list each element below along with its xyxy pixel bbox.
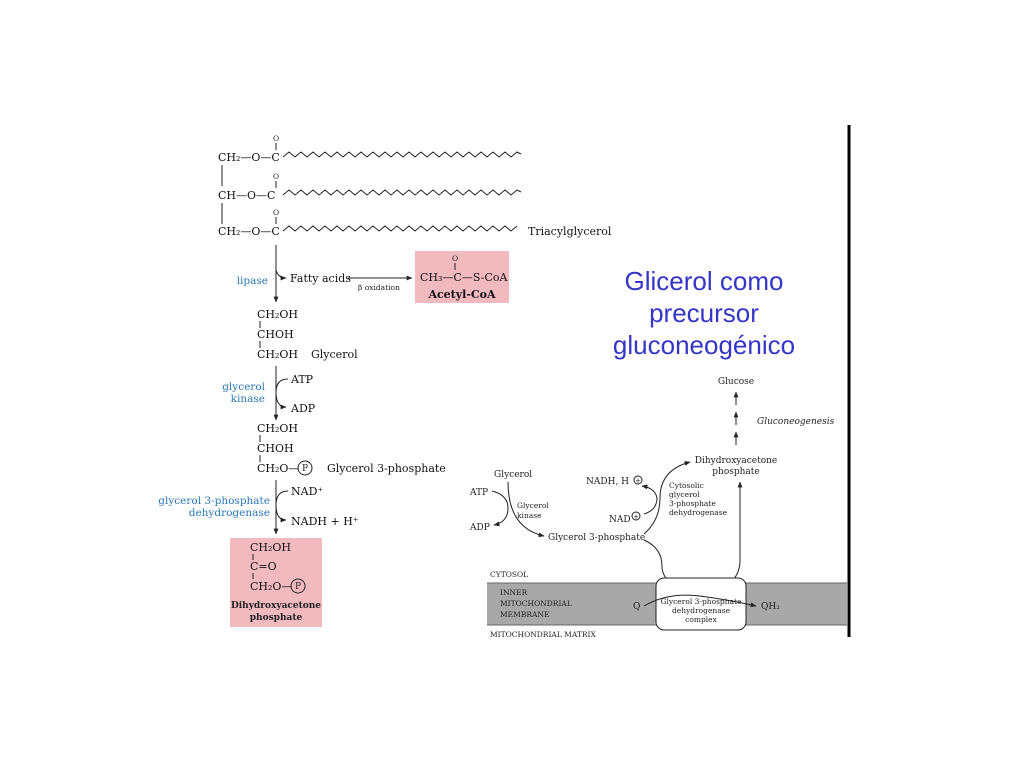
glycerol-structure: CH₂OH CHOH CH₂OH Glycerol xyxy=(257,308,358,361)
svg-text:O: O xyxy=(452,254,458,263)
acetyl-coa-box: O CH₃—C—S-CoA Acetyl-CoA xyxy=(415,251,509,303)
svg-text:CH—O—C: CH—O—C xyxy=(218,189,275,202)
g3p-right-label: Glycerol 3-phosphate xyxy=(548,533,645,543)
triacylglycerol-label: Triacylglycerol xyxy=(528,225,612,238)
membrane-label-1: INNER xyxy=(500,588,528,597)
cyto-enzyme-3: 3-phosphate xyxy=(669,499,716,508)
glucose-label: Glucose xyxy=(718,377,754,387)
glycerol-label: Glycerol xyxy=(311,348,358,361)
q-to-qh2-arrow xyxy=(643,594,757,608)
svg-text:Dihydroxyacetone: Dihydroxyacetone xyxy=(231,601,321,611)
svg-text:C=O: C=O xyxy=(250,560,277,573)
adp-label: ADP xyxy=(290,402,316,415)
g3pdh-label-1: glycerol 3-phosphate xyxy=(158,495,270,507)
nad-right-label: NAD xyxy=(609,515,631,525)
svg-text:phosphate: phosphate xyxy=(250,613,303,623)
glycerol-kinase-label-1: glycerol xyxy=(222,381,265,393)
glycerol-kinase-label-2: kinase xyxy=(231,393,265,405)
qh2-label: QH₂ xyxy=(761,602,780,612)
svg-text:O: O xyxy=(273,134,279,143)
svg-text:O: O xyxy=(273,208,279,217)
svg-text:CH₂—O—C: CH₂—O—C xyxy=(218,225,280,238)
glycerol-kinase-right-2: kinase xyxy=(517,511,542,520)
svg-text:P: P xyxy=(302,464,308,474)
svg-text:CH₂O—: CH₂O— xyxy=(257,462,299,475)
svg-text:O: O xyxy=(273,172,279,181)
nadh-right-label: NADH, H xyxy=(586,477,629,487)
triacylglycerol-structure: O CH₂—O—C O CH—O—C O CH₂—O—C Triacylglyc… xyxy=(218,134,612,238)
glycerol-right-label: Glycerol xyxy=(494,470,532,480)
svg-text:CH₂OH: CH₂OH xyxy=(257,422,298,435)
cytosol-label: CYTOSOL xyxy=(490,570,528,579)
svg-text:complex: complex xyxy=(685,615,717,624)
glycerol-3-phosphate-label: Glycerol 3-phosphate xyxy=(327,462,446,475)
q-label: Q xyxy=(633,602,640,612)
svg-text:CHOH: CHOH xyxy=(257,442,294,455)
svg-text:+: + xyxy=(635,477,641,485)
dhap-right-label-2: phosphate xyxy=(712,467,759,477)
adp-right-label: ADP xyxy=(469,523,490,533)
beta-oxidation-label: β oxidation xyxy=(358,283,400,292)
svg-text:Glycerol 3-phosphate: Glycerol 3-phosphate xyxy=(660,597,742,606)
svg-text:CH₂—O—C: CH₂—O—C xyxy=(218,151,280,164)
membrane-label-3: MEMBRANE xyxy=(500,610,549,619)
svg-text:CH₂OH: CH₂OH xyxy=(257,348,298,361)
glycerol-3-phosphate-structure: CH₂OH CHOH CH₂O— P Glycerol 3-phosphate xyxy=(257,422,446,476)
lipase-label: lipase xyxy=(237,275,268,287)
cyto-enzyme-2: glycerol xyxy=(669,490,700,499)
nadh-label: NADH + H⁺ xyxy=(291,515,359,528)
svg-text:CH₂OH: CH₂OH xyxy=(257,308,298,321)
svg-text:CHOH: CHOH xyxy=(257,328,294,341)
svg-text:Glicerol como: Glicerol como xyxy=(625,266,784,296)
svg-text:precursor: precursor xyxy=(649,298,759,328)
complex-to-dhap-path xyxy=(711,481,743,593)
dhap-right-label-1: Dihydroxyacetone xyxy=(695,456,778,466)
atp-label: ATP xyxy=(290,373,314,386)
nad-label: NAD⁺ xyxy=(291,485,323,498)
svg-text:P: P xyxy=(295,582,301,592)
membrane-label-2: MITOCHONDRIAL xyxy=(500,599,572,608)
svg-text:CH₂OH: CH₂OH xyxy=(250,541,291,554)
fatty-acids-label: Fatty acids xyxy=(290,272,351,285)
g3pdh-label-2: dehydrogenase xyxy=(189,507,270,519)
g3pdh-complex-box: Glycerol 3-phosphate dehydrogenase compl… xyxy=(655,577,747,631)
cyto-enzyme-4: dehydrogenase xyxy=(669,508,728,517)
gluconeogenesis-label: Gluconeogenesis xyxy=(757,417,835,427)
svg-text:Acetyl-CoA: Acetyl-CoA xyxy=(427,288,496,301)
matrix-label: MITOCHONDRIAL MATRIX xyxy=(490,630,596,639)
atp-right-label: ATP xyxy=(469,488,488,498)
dhap-box: CH₂OH C=O CH₂O— P Dihydroxyacetone phosp… xyxy=(230,538,322,627)
slide-title: Glicerol como precursor gluconeogénico xyxy=(613,266,795,360)
svg-text:+: + xyxy=(633,513,639,521)
svg-text:gluconeogénico: gluconeogénico xyxy=(613,330,795,360)
cyto-enzyme-1: Cytosolic xyxy=(669,481,704,490)
svg-text:CH₃—C—S-CoA: CH₃—C—S-CoA xyxy=(420,271,509,284)
glycerol-kinase-right-1: Glycerol xyxy=(517,501,549,510)
svg-text:CH₂O—: CH₂O— xyxy=(250,580,292,593)
svg-text:dehydrogenase: dehydrogenase xyxy=(672,606,731,615)
